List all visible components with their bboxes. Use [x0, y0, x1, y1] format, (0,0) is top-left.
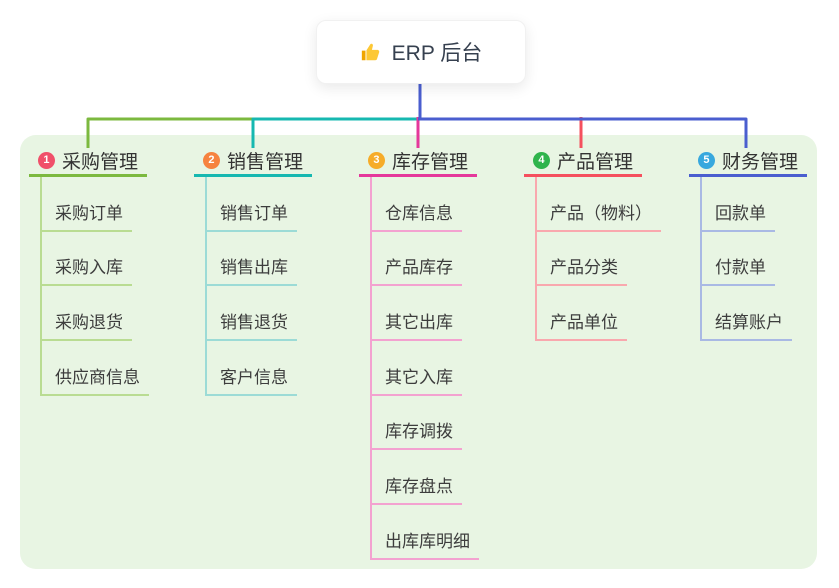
child-item[interactable]: 销售退货 — [207, 286, 297, 342]
child-item[interactable]: 出库库明细 — [372, 505, 479, 560]
branch-column-1: 1 采购管理 采购订单采购入库采购退货供应商信息 — [29, 147, 149, 396]
child-item[interactable]: 采购订单 — [42, 177, 132, 232]
branch-header[interactable]: 3 库存管理 — [359, 147, 477, 177]
thumbs-up-icon — [360, 41, 382, 63]
branch-number-badge: 4 — [532, 152, 550, 169]
root-title: ERP 后台 — [391, 42, 483, 65]
child-item[interactable]: 其它出库 — [372, 286, 462, 342]
child-item[interactable]: 采购入库 — [42, 232, 132, 287]
branch-children: 产品（物料）产品分类产品单位 — [535, 177, 661, 342]
child-item[interactable]: 产品分类 — [537, 232, 627, 287]
child-item[interactable]: 库存调拨 — [372, 396, 462, 451]
branch-number-badge: 1 — [37, 152, 55, 169]
child-item[interactable]: 仓库信息 — [372, 177, 462, 232]
branch-column-3: 3 库存管理 仓库信息产品库存其它出库其它入库库存调拨库存盘点出库库明细 — [359, 147, 479, 560]
branch-number-badge: 3 — [367, 152, 385, 169]
mindmap-panel — [20, 135, 817, 569]
branch-title: 采购管理 — [61, 152, 138, 173]
branch-column-4: 4 产品管理 产品（物料）产品分类产品单位 — [524, 147, 661, 342]
wire-root — [418, 82, 748, 148]
branch-children: 采购订单采购入库采购退货供应商信息 — [40, 177, 149, 396]
child-item[interactable]: 产品单位 — [537, 286, 627, 342]
branch-header[interactable]: 2 销售管理 — [194, 147, 312, 177]
branch-children: 回款单付款单结算账户 — [700, 177, 792, 342]
child-item[interactable]: 其它入库 — [372, 341, 462, 396]
branch-header[interactable]: 4 产品管理 — [524, 147, 642, 177]
child-item[interactable]: 库存盘点 — [372, 450, 462, 506]
child-item[interactable]: 销售出库 — [207, 232, 297, 287]
branch-title: 库存管理 — [391, 152, 468, 173]
branch-number-badge: 5 — [697, 152, 715, 169]
child-item[interactable]: 销售订单 — [207, 177, 297, 232]
wire-branch-1 — [86, 117, 253, 148]
child-item[interactable]: 回款单 — [702, 177, 775, 232]
child-item[interactable]: 采购退货 — [42, 286, 132, 342]
branch-header[interactable]: 5 财务管理 — [689, 147, 807, 177]
child-item[interactable]: 产品库存 — [372, 232, 462, 287]
child-item[interactable]: 付款单 — [702, 232, 775, 287]
branch-children: 销售订单销售出库销售退货客户信息 — [205, 177, 297, 396]
branch-title: 产品管理 — [556, 152, 633, 173]
wire-branch-2 — [251, 117, 418, 148]
branch-children: 仓库信息产品库存其它出库其它入库库存调拨库存盘点出库库明细 — [370, 177, 479, 560]
child-item[interactable]: 供应商信息 — [42, 341, 149, 396]
branch-column-2: 2 销售管理 销售订单销售出库销售退货客户信息 — [194, 147, 312, 396]
branch-title: 销售管理 — [226, 152, 303, 173]
branch-header[interactable]: 1 采购管理 — [29, 147, 147, 177]
branch-number-badge: 2 — [202, 152, 220, 169]
child-item[interactable]: 结算账户 — [702, 286, 792, 342]
child-item[interactable]: 客户信息 — [207, 341, 297, 396]
branch-column-5: 5 财务管理 回款单付款单结算账户 — [689, 147, 807, 342]
branch-title: 财务管理 — [721, 152, 798, 173]
root-node[interactable]: ERP 后台 — [316, 20, 526, 84]
child-item[interactable]: 产品（物料） — [537, 177, 661, 232]
